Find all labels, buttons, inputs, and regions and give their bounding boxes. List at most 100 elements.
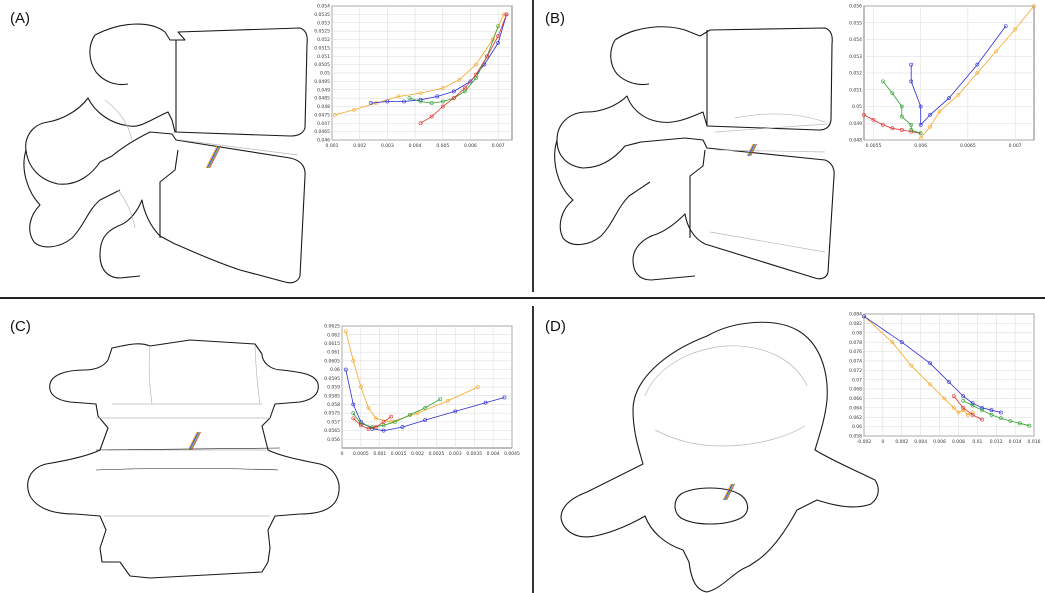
data-point [1008, 419, 1013, 423]
data-point [937, 109, 942, 114]
y-tick-label: 0.053 [849, 54, 862, 60]
y-tick-label: 0.072 [849, 368, 862, 374]
data-point [351, 411, 356, 416]
y-tick-label: 0.076 [849, 349, 862, 355]
data-point [947, 380, 951, 384]
y-tick-label: 0.054 [317, 4, 330, 10]
data-point [463, 86, 467, 90]
data-point [956, 410, 961, 415]
x-tick-label: -0.002 [857, 439, 872, 445]
data-point [909, 79, 914, 84]
data-point [975, 62, 980, 67]
data-point [928, 361, 933, 366]
data-point [418, 91, 423, 96]
joint-trajectory [746, 143, 754, 157]
data-point [918, 104, 923, 109]
x-tick-label: 0.012 [990, 439, 1003, 445]
vertebra-sagittal-drawing-b [554, 26, 835, 281]
data-point [989, 408, 994, 413]
data-point [1017, 421, 1022, 426]
series-line [420, 14, 507, 124]
data-point [496, 34, 501, 39]
data-point [975, 71, 980, 75]
data-point [1032, 4, 1036, 8]
x-tick-label: 0.001 [326, 143, 339, 149]
joint-trajectory [190, 431, 200, 451]
data-point [999, 416, 1003, 421]
x-tick-label: 0.008 [952, 439, 965, 445]
data-point [862, 314, 866, 319]
series-line [910, 25, 1007, 126]
y-tick-label: 0.058 [327, 402, 340, 408]
series-line [352, 398, 441, 428]
y-tick-label: 0.0595 [324, 376, 340, 382]
x-tick-label: 0 [881, 439, 884, 445]
series-line [863, 316, 973, 416]
data-point [332, 112, 337, 117]
data-point [366, 406, 371, 410]
data-point [366, 426, 371, 431]
y-tick-label: 0.0515 [314, 45, 330, 51]
y-tick-label: 0.052 [849, 71, 862, 77]
data-point [965, 412, 970, 417]
joint-trajectory [726, 483, 735, 501]
y-tick-label: 0.0495 [314, 79, 330, 85]
x-tick-label: 0.014 [1009, 439, 1022, 445]
data-point [956, 92, 961, 97]
joint-trajectory [187, 431, 198, 451]
x-tick-label: 0.003 [449, 451, 462, 457]
data-point [909, 123, 914, 127]
data-point [483, 400, 488, 405]
data-point [961, 408, 966, 413]
x-tick-label: 0 [341, 451, 344, 457]
data-point [504, 12, 509, 17]
series-line [334, 14, 505, 116]
data-point [880, 123, 885, 127]
data-point [385, 99, 390, 104]
y-tick-label: 0.06 [852, 424, 862, 430]
y-tick-label: 0.059 [327, 385, 340, 391]
y-tick-label: 0.054 [849, 37, 862, 43]
data-point [407, 96, 412, 101]
x-tick-label: 0.0055 [866, 143, 882, 149]
data-point [440, 104, 445, 109]
data-point [400, 425, 405, 429]
y-tick-label: 0.051 [317, 54, 330, 60]
data-point [429, 114, 434, 119]
y-tick-label: 0.06 [330, 367, 340, 373]
y-tick-label: 0.0535 [314, 12, 330, 18]
series-line [345, 331, 479, 423]
y-tick-label: 0.068 [849, 387, 862, 393]
data-point [899, 340, 904, 345]
vertebra-axial-drawing-c [27, 339, 340, 579]
vertebra-sagittal-drawing-a [23, 23, 308, 284]
data-point [890, 91, 895, 96]
data-point [502, 395, 507, 400]
data-point [351, 358, 356, 363]
data-point [918, 123, 923, 127]
data-point [909, 363, 914, 368]
data-point [352, 107, 357, 112]
x-tick-label: 0.0015 [391, 451, 407, 457]
data-point [961, 398, 966, 403]
y-tick-label: 0.047 [317, 121, 330, 127]
x-tick-label: 0.004 [487, 451, 500, 457]
data-point [951, 394, 956, 399]
data-point [989, 412, 994, 417]
x-tick-label: 0.001 [373, 451, 386, 457]
x-tick-label: 0.005 [436, 143, 449, 149]
data-point [440, 99, 445, 104]
data-point [370, 425, 375, 429]
data-point [381, 419, 386, 424]
series-line [345, 369, 505, 432]
data-point [351, 416, 356, 421]
series-line [863, 315, 1001, 413]
y-tick-label: 0.08 [852, 330, 862, 336]
x-tick-label: 0.004 [914, 439, 927, 445]
data-point [899, 114, 904, 119]
y-tick-label: 0.05 [852, 104, 862, 110]
data-point [942, 396, 947, 401]
